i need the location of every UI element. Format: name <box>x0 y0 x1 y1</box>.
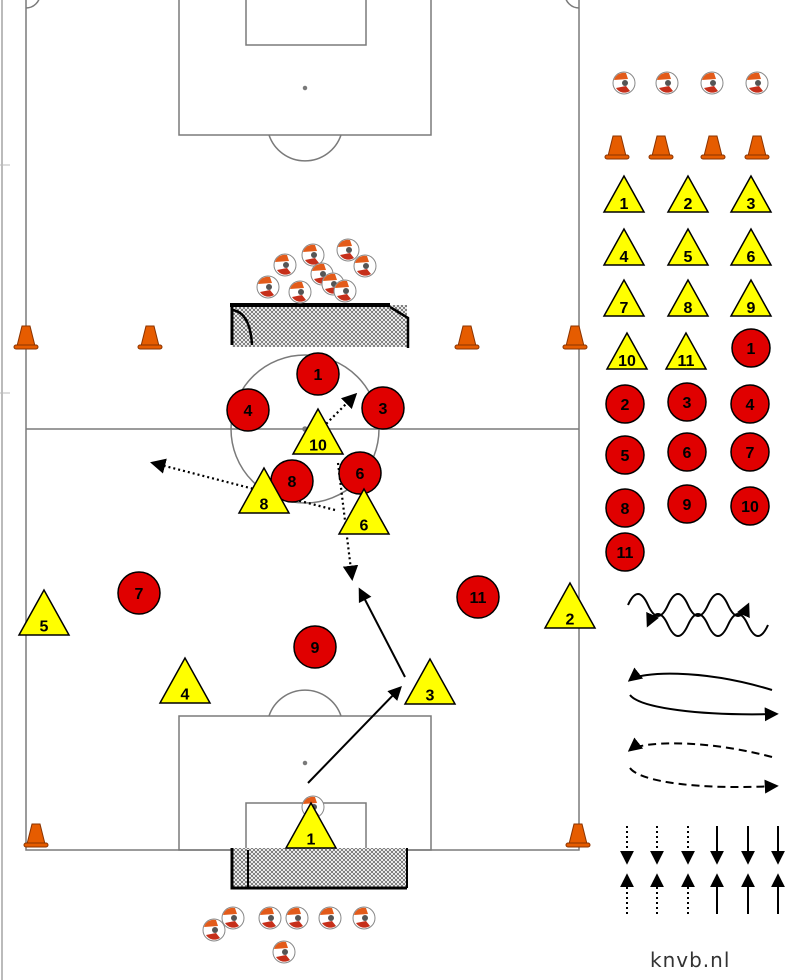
red-player: 9 <box>294 626 336 668</box>
red-player: 4 <box>227 389 269 431</box>
red-player: 11 <box>606 533 644 571</box>
yellow-player: 10 <box>607 333 647 370</box>
yellow-player: 4 <box>604 229 644 266</box>
yellow-player: 11 <box>666 333 706 370</box>
yellow-player: 10 <box>293 409 343 454</box>
player-number: 8 <box>288 474 297 491</box>
center-goal <box>230 305 408 348</box>
cone-icon <box>455 326 479 349</box>
player-number: 1 <box>620 196 629 213</box>
cone-icon <box>24 824 48 847</box>
pitch <box>26 0 579 850</box>
player-number: 5 <box>621 448 630 465</box>
player-number: 1 <box>307 831 316 848</box>
legend-wavy-arrows <box>628 594 768 636</box>
player-number: 11 <box>470 590 487 607</box>
player-number: 11 <box>678 353 695 370</box>
red-player: 6 <box>339 452 381 494</box>
red-player: 6 <box>668 433 706 471</box>
red-player: 1 <box>297 353 339 395</box>
player-number: 8 <box>684 300 693 317</box>
player-number: 4 <box>746 397 755 414</box>
bottom-goal <box>232 848 407 888</box>
red-player: 4 <box>731 385 769 423</box>
player-number: 6 <box>747 249 756 266</box>
yellow-player: 1 <box>604 176 644 213</box>
yellow-player: 3 <box>731 176 771 213</box>
yellow-player: 2 <box>545 583 595 628</box>
player-number: 7 <box>620 300 629 317</box>
cone-icon <box>14 326 38 349</box>
red-player: 11 <box>457 576 499 618</box>
cone-icon <box>138 326 162 349</box>
red-team: 1 3 4 6 7 8 9 11 <box>118 353 499 668</box>
legend-curved-arrows <box>630 674 776 787</box>
player-number: 8 <box>260 496 269 513</box>
yellow-player: 5 <box>668 229 708 266</box>
legend-cones <box>605 136 769 159</box>
yellow-player: 8 <box>668 280 708 317</box>
ball-pile-bottom <box>203 907 375 963</box>
player-number: 10 <box>618 353 636 370</box>
player-number: 6 <box>683 445 692 462</box>
player-number: 9 <box>747 300 756 317</box>
yellow-player: 4 <box>160 658 210 703</box>
player-number: 7 <box>746 445 755 462</box>
player-number: 3 <box>747 196 756 213</box>
player-number: 3 <box>379 401 388 418</box>
yellow-player: 3 <box>405 659 455 704</box>
player-number: 9 <box>683 497 692 514</box>
red-player: 1 <box>732 329 770 367</box>
player-number: 3 <box>426 687 435 704</box>
red-player: 3 <box>362 387 404 429</box>
player-number: 6 <box>360 517 369 534</box>
player-number: 1 <box>314 367 323 384</box>
red-player: 7 <box>731 433 769 471</box>
yellow-player: 7 <box>604 280 644 317</box>
cone-icon <box>563 326 587 349</box>
player-number: 8 <box>621 501 630 518</box>
cone-icon <box>566 824 590 847</box>
red-player: 8 <box>606 489 644 527</box>
legend-vertical-arrows <box>627 826 778 914</box>
player-number: 4 <box>181 686 190 703</box>
player-number: 3 <box>683 395 692 412</box>
yellow-player: 1 <box>286 803 336 848</box>
legend-balls <box>613 72 768 94</box>
player-number: 2 <box>684 196 693 213</box>
red-player: 9 <box>668 485 706 523</box>
player-number: 6 <box>356 466 365 483</box>
player-number: 10 <box>741 499 759 516</box>
red-player: 3 <box>668 383 706 421</box>
player-number: 2 <box>621 397 630 414</box>
player-number: 1 <box>747 341 756 358</box>
player-number: 7 <box>135 586 144 603</box>
player-number: 10 <box>309 437 327 454</box>
player-number: 5 <box>684 249 693 266</box>
yellow-player: 9 <box>731 280 771 317</box>
player-number: 9 <box>311 640 320 657</box>
player-number: 11 <box>617 545 634 562</box>
left-ruler <box>0 0 10 980</box>
yellow-player: 6 <box>339 489 389 534</box>
player-number: 4 <box>620 249 629 266</box>
player-number: 4 <box>244 403 253 420</box>
red-player: 5 <box>606 436 644 474</box>
brand-logo: knvb.nl <box>650 948 730 972</box>
yellow-player: 6 <box>731 229 771 266</box>
red-player: 7 <box>118 572 160 614</box>
player-number: 2 <box>566 611 575 628</box>
player-number: 5 <box>40 618 49 635</box>
yellow-player: 2 <box>668 176 708 213</box>
ball-pile-top <box>257 239 376 303</box>
red-player: 10 <box>731 487 769 525</box>
red-player: 2 <box>606 385 644 423</box>
